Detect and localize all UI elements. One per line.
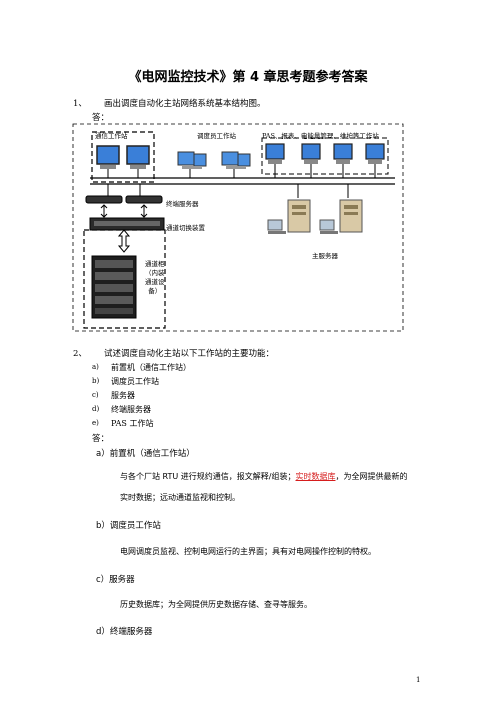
question-1-text: 画出调度自动化主站网络系统基本结构图。 (104, 99, 266, 109)
question-2-item: 服务器 (111, 391, 135, 400)
answer-a-heading: a）前置机（通信工作站） (96, 449, 195, 459)
question-1-answer-label: 答： (92, 113, 110, 123)
answer-c-heading: c）服务器 (96, 575, 135, 585)
computer-icon (177, 151, 207, 178)
page-number: 1 (416, 676, 421, 684)
question-2-item-mark: e) (92, 419, 99, 427)
question-2-item: 调度员工作站 (111, 377, 159, 386)
question-2-item-mark: b) (92, 377, 100, 385)
answer-a-line-1: 与各个厂站 RTU 进行规约通信，报文解释/组装；实时数据库，为全网提供最新的 (120, 472, 408, 481)
answer-b-heading: b）调度员工作站 (96, 521, 161, 531)
question-2-item: 终端服务器 (111, 405, 151, 414)
terminal-server-icon (85, 195, 163, 204)
question-2-item-mark: c) (92, 391, 99, 399)
question-2-answer-label: 答： (92, 434, 110, 444)
channel-switch-icon (89, 217, 165, 231)
realtime-db-highlight: 实时数据库 (295, 472, 336, 481)
arrow-icon (100, 204, 148, 218)
channel-cabinet-icon (91, 255, 137, 319)
computer-icon (365, 143, 385, 178)
question-2-item: 前置机（通信工作站） (111, 363, 191, 372)
diagram-outer-border (72, 123, 404, 332)
answer-a-line-2: 实时数据；远动通道监视和控制。 (120, 493, 240, 502)
label-channel-cabinet: 通道柜 （内装 通道设 备） (145, 260, 165, 295)
main-server-icon (267, 199, 311, 234)
label-terminal-server: 终端服务器 (166, 200, 199, 208)
label-dispatcher-ws: 调度员工作站 (197, 132, 236, 140)
label-main-server: 主服务器 (312, 252, 338, 260)
page-title: 《电网监控技术》第 4 章思考题参考答案 (128, 70, 368, 85)
main-server-icon (319, 199, 363, 234)
computer-icon (96, 145, 120, 178)
answer-c-line-1: 历史数据库；为全网提供历史数据存储、查寻等服务。 (120, 600, 312, 609)
computer-icon (333, 143, 353, 178)
answer-d-heading: d）终端服务器 (96, 627, 153, 637)
computer-icon (265, 143, 285, 178)
question-2-item: PAS 工作站 (111, 419, 154, 428)
question-1-number: 1、 (73, 99, 87, 109)
question-2-item-mark: a) (92, 363, 99, 371)
label-channel-switch: 通道切换装置 (166, 224, 205, 232)
computer-icon (221, 151, 251, 178)
question-2-text: 试述调度自动化主站以下工作站的主要功能： (104, 349, 275, 359)
answer-b-line-1: 电网调度员监视、控制电网运行的主界面；具有对电网操作控制的特权。 (120, 547, 376, 556)
question-2-number: 2、 (73, 349, 87, 359)
pas-ws-group (261, 137, 389, 175)
label-comm-ws: 通信工作站 (95, 132, 128, 140)
double-arrow-icon (117, 229, 131, 253)
computer-icon (301, 143, 321, 178)
question-2-item-mark: d) (92, 405, 100, 413)
label-pas-ws: PAS、报表、电能量管理、维护等工作站 (262, 132, 379, 140)
computer-icon (126, 145, 150, 178)
